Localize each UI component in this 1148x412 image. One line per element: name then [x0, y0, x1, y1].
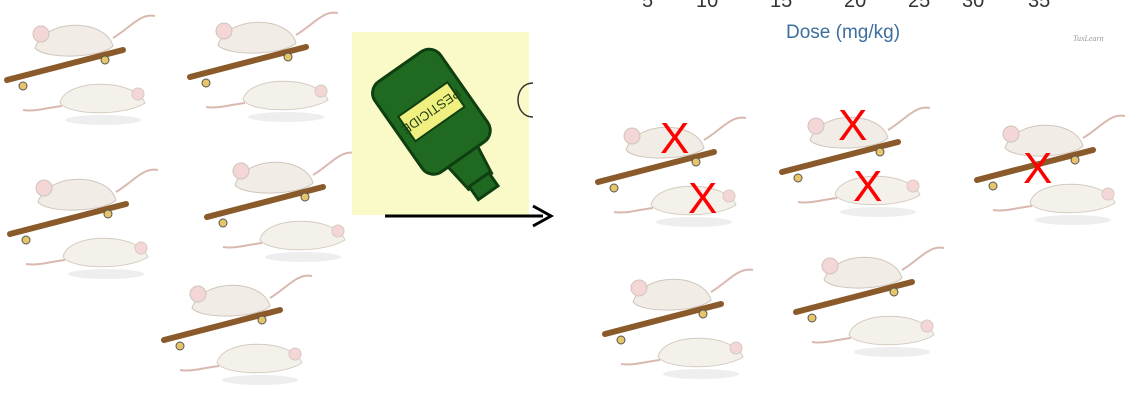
mouse-pair-icon	[5, 8, 155, 128]
mouse-pair-icon	[603, 262, 753, 382]
bubble-edge	[505, 75, 535, 125]
mouse-pair	[188, 5, 338, 125]
pesticide-panel: PESTICIDE	[352, 32, 529, 215]
dose-axis-label: Dose (mg/kg)	[786, 22, 900, 44]
tick-label: 25	[908, 0, 930, 13]
tick-label: 20	[844, 0, 866, 13]
mouse-pair	[205, 145, 355, 265]
dead-marker: X	[660, 117, 689, 161]
mouse-pair	[162, 268, 312, 388]
mouse-pair	[8, 162, 158, 282]
mouse-pair	[5, 8, 155, 128]
dead-marker: X	[688, 177, 717, 221]
mouse-pair-icon	[794, 240, 944, 360]
tick-label: 35	[1028, 0, 1050, 13]
mouse-pair-icon	[188, 5, 338, 125]
dose-axis-ticks: 5 10 15 20 25 30 35	[640, 0, 1080, 10]
mouse-pair-icon	[162, 268, 312, 388]
tick-label: 30	[962, 0, 984, 13]
mouse-pair	[603, 262, 753, 382]
tick-label: 5	[642, 0, 653, 13]
arrow-icon	[385, 203, 555, 229]
mouse-pair-icon	[8, 162, 158, 282]
dead-marker: X	[853, 165, 882, 209]
dead-marker: X	[1023, 147, 1052, 191]
tick-label: 15	[770, 0, 792, 13]
tick-label: 10	[696, 0, 718, 13]
dead-marker: X	[838, 104, 867, 148]
pesticide-bottle-icon: PESTICIDE	[352, 32, 529, 215]
watermark: TuxLearn	[1073, 34, 1104, 43]
mouse-pair-icon	[205, 145, 355, 265]
mouse-pair	[794, 240, 944, 360]
